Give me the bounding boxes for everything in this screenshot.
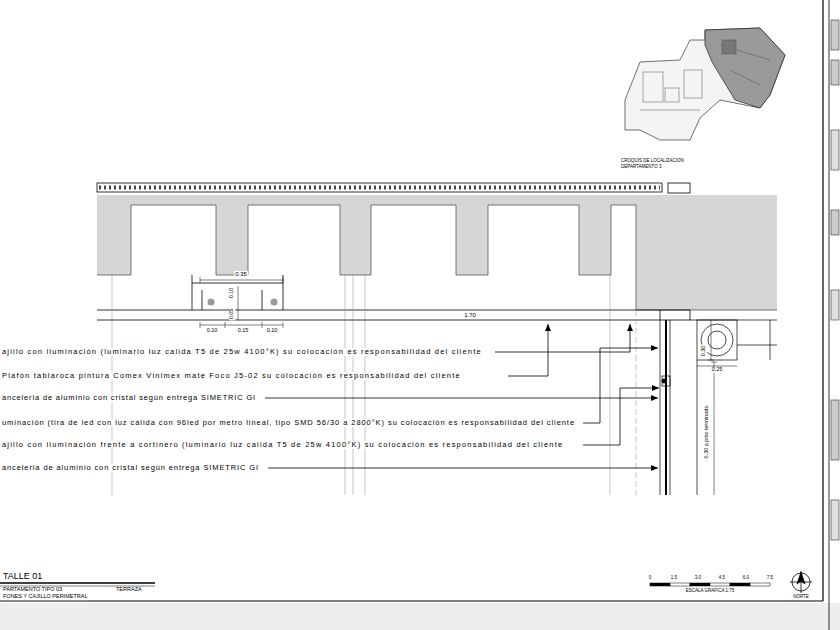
plafon-lines bbox=[97, 310, 660, 320]
note-text: anceleria de aluminio con cristal según … bbox=[1, 464, 260, 472]
concrete-slab bbox=[97, 195, 777, 310]
roof-hatch bbox=[99, 186, 660, 190]
dimension-text: 0.05 bbox=[229, 308, 235, 321]
north-label: NORTE bbox=[792, 595, 810, 600]
note-text: ajillo con iluminación frente a cortiner… bbox=[1, 441, 564, 449]
roof-membrane bbox=[97, 183, 662, 192]
dimension-text: 0.10 bbox=[206, 328, 219, 334]
north-arrow bbox=[790, 571, 812, 593]
title-underline bbox=[0, 582, 155, 584]
scale-label: ESCALA GRAFICA 1:75 bbox=[685, 589, 736, 594]
keyplan-label: DEPARTAMENTO 3 bbox=[620, 165, 662, 170]
scale-label: 0 bbox=[648, 576, 653, 581]
scale-label: 6.0 bbox=[742, 576, 750, 581]
curtain-box bbox=[690, 320, 777, 495]
scale-label: 4.5 bbox=[718, 576, 726, 581]
parapet-cap bbox=[668, 183, 690, 193]
dimension-text: 0.30 a piso terminado bbox=[704, 405, 710, 460]
dimension-text: 0.10 bbox=[229, 287, 235, 300]
frame-line bbox=[822, 0, 823, 601]
subtitle-text: PARTAMENTO TIPO 03 bbox=[2, 587, 63, 593]
scale-bar bbox=[650, 583, 770, 586]
note-text: ajillo con iluminación (luminario luz ca… bbox=[1, 348, 483, 356]
scale-label: 1.5 bbox=[670, 576, 678, 581]
note-text: uminación (tira de led con luz cálida co… bbox=[1, 419, 576, 427]
dimension-text: 0.35 bbox=[234, 271, 248, 277]
subtitle-text: TERRAZA bbox=[115, 587, 143, 593]
scale-label: 3.0 bbox=[694, 576, 702, 581]
keyplan-label: CROQUIS DE LOCALIZACION bbox=[620, 159, 685, 164]
dimension-text: 0.25 bbox=[711, 367, 724, 373]
note-text: Plafón tablaroca pintura Comex Vinimex m… bbox=[1, 372, 462, 380]
dimension-text: 0.10 bbox=[266, 328, 279, 334]
dimension-text: 0.15 bbox=[237, 328, 250, 334]
frame-line bbox=[829, 0, 830, 630]
key-plan bbox=[625, 28, 785, 140]
title-column bbox=[831, 20, 839, 540]
reference-lines bbox=[112, 275, 636, 495]
page-band bbox=[0, 603, 840, 630]
note-text: anceleria de aluminio con cristal según … bbox=[1, 394, 257, 402]
dimension-text: 0.30 bbox=[701, 345, 707, 358]
title-text: TALLE 01 bbox=[2, 572, 43, 581]
scale-label: 7.5 bbox=[766, 576, 774, 581]
dimension-lines bbox=[200, 277, 737, 495]
dimension-text: 1.70 bbox=[463, 312, 477, 318]
frame-line bbox=[0, 600, 823, 601]
cajillo bbox=[192, 275, 283, 310]
subtitle-text: FONES Y CAJILLO PERIMETRAL bbox=[2, 594, 88, 600]
window-frame bbox=[660, 310, 690, 495]
